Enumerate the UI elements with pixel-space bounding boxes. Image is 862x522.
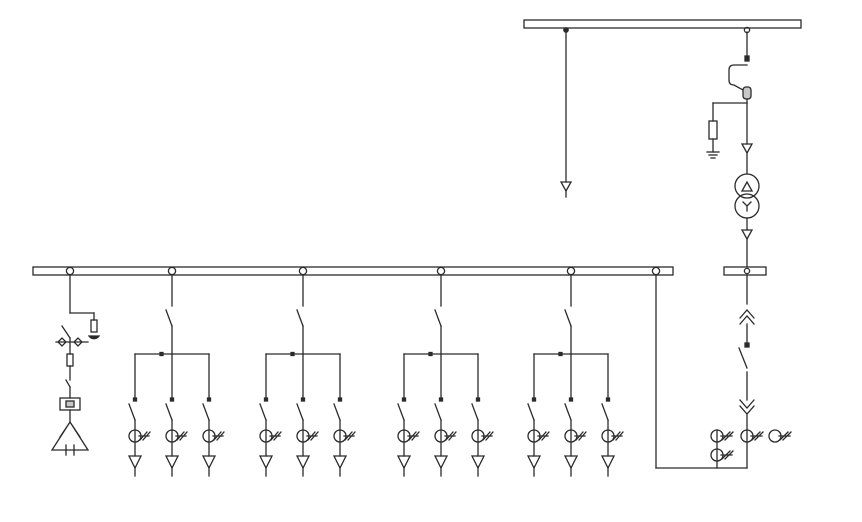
- feeder-breaker-icon: [333, 403, 341, 421]
- hv-busbar: [523, 19, 802, 29]
- feeder-breaker-icon: [165, 403, 173, 421]
- cable-termination-icon: [258, 455, 274, 470]
- lv-feeder-groups: [127, 274, 624, 477]
- lv-section: [32, 266, 674, 477]
- hv-disconnector-icon: [728, 64, 748, 91]
- cable-termination-icon: [433, 455, 449, 470]
- feeder-1-1: [127, 353, 151, 477]
- feeder-group-1: [127, 274, 225, 477]
- feeder-2-3: [332, 353, 356, 477]
- hv-transformer-bay: [706, 26, 760, 268]
- incomer-breaker-icon: [738, 347, 748, 369]
- cable-termination-icon: [600, 455, 616, 470]
- lv-busbar: [32, 266, 674, 276]
- feeder-group-3: [396, 274, 494, 477]
- feeder-1-3: [201, 353, 225, 477]
- feeder-1-2: [164, 353, 188, 477]
- cable-termination-icon: [332, 455, 348, 470]
- group-switch-icon: [564, 309, 572, 327]
- feeder-3-3: [470, 353, 494, 477]
- feeder-breaker-icon: [601, 403, 609, 421]
- cable-termination-icon: [396, 455, 412, 470]
- incomer-current-transformers: [710, 429, 792, 462]
- hv-outgoing-feeder: [559, 27, 573, 198]
- capacitor-bank-icon: [50, 420, 90, 451]
- feeder-breaker-icon: [202, 403, 210, 421]
- cable-termination-icon: [127, 455, 143, 470]
- feeder-breaker-icon: [471, 403, 479, 421]
- feeder-breaker-icon: [128, 403, 136, 421]
- feeder-2-1: [258, 353, 282, 477]
- feeder-breaker-icon: [527, 403, 535, 421]
- feeder-group-2: [258, 274, 356, 477]
- cable-termination-icon: [295, 455, 311, 470]
- surge-arrester-icon: [708, 120, 718, 140]
- cable-termination-icon: [526, 455, 542, 470]
- group-switch-icon: [165, 309, 173, 327]
- feeder-4-1: [526, 353, 550, 477]
- feeder-breaker-icon: [434, 403, 442, 421]
- cable-termination-icon: [470, 455, 486, 470]
- cable-termination-icon: [201, 455, 217, 470]
- feeder-3-2: [433, 353, 457, 477]
- incomer-plug-bottom-icon: [739, 399, 755, 415]
- feeder-breaker-icon: [259, 403, 267, 421]
- cable-termination-icon: [563, 455, 579, 470]
- incomer-plug-top-icon: [739, 309, 755, 325]
- feeder-group-4: [526, 274, 624, 477]
- feeder-4-2: [563, 353, 587, 477]
- group-switch-icon: [434, 309, 442, 327]
- lv-incomer-bay: [655, 266, 792, 469]
- hv-breaker-head: [744, 55, 750, 62]
- group-switch-icon: [296, 309, 304, 327]
- feeder-4-3: [600, 353, 624, 477]
- hv-section: [523, 19, 802, 268]
- capacitor-bank-bay: [50, 274, 101, 456]
- power-transformer-icon: [734, 173, 760, 219]
- feeder-breaker-icon: [564, 403, 572, 421]
- feeder-3-1: [396, 353, 420, 477]
- feeder-breaker-icon: [296, 403, 304, 421]
- hv-fuse-icon: [742, 86, 752, 100]
- cable-termination-icon: [164, 455, 180, 470]
- feeder-breaker-icon: [397, 403, 405, 421]
- feeder-2-2: [295, 353, 319, 477]
